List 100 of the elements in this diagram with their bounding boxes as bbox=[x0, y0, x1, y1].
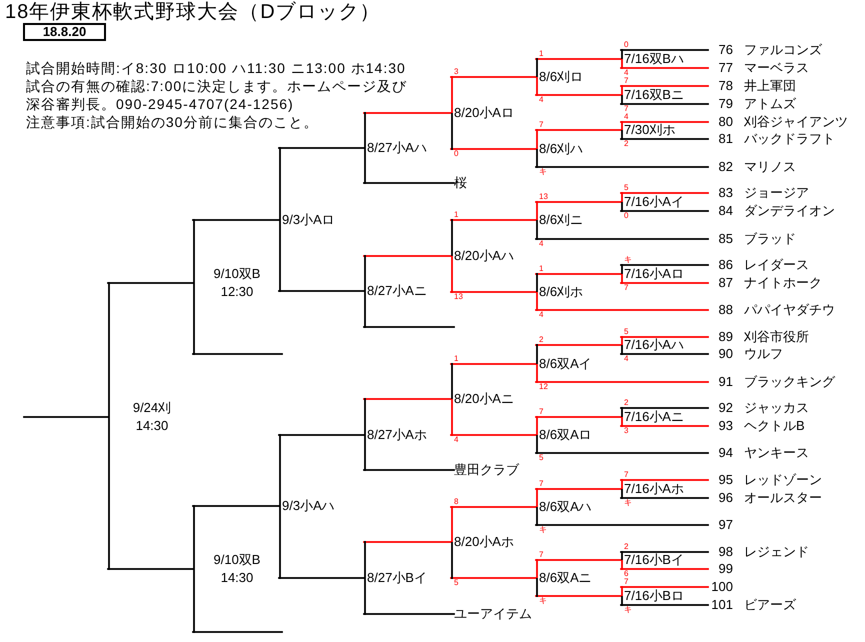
score-label: 1 bbox=[454, 355, 458, 363]
match-label: 8/6刈ロ bbox=[539, 69, 584, 84]
score-label: 0 bbox=[624, 212, 628, 220]
match-label: 8/20小Aロ bbox=[454, 105, 514, 120]
score-label: 6 bbox=[624, 570, 628, 578]
score-label: 1 bbox=[539, 50, 544, 58]
bracket-line bbox=[363, 398, 452, 400]
bracket-line bbox=[363, 255, 452, 257]
note-text: 注意事項:試合開始の30分前に集合のこと。 bbox=[26, 113, 318, 131]
score-label: 8 bbox=[454, 498, 458, 506]
match-time: 14:30 bbox=[220, 570, 254, 585]
bracket-line bbox=[535, 238, 709, 240]
entry-number: 80 bbox=[718, 114, 733, 129]
match-label: 8/20小Aハ bbox=[454, 248, 514, 263]
entry-number: 91 bbox=[718, 374, 733, 389]
score-label: 5 bbox=[624, 328, 628, 336]
score-label: 7 bbox=[539, 121, 544, 129]
team-name: マリノス bbox=[744, 159, 796, 174]
score-label: 4 bbox=[539, 96, 544, 104]
bracket-line bbox=[535, 94, 622, 96]
bracket-line bbox=[535, 488, 622, 490]
score-label: 13 bbox=[539, 193, 548, 201]
bracket-line bbox=[620, 282, 709, 284]
match-label: 8/27小Aホ bbox=[367, 427, 427, 442]
entry-number: 89 bbox=[718, 329, 733, 344]
entry-number: 85 bbox=[718, 231, 733, 246]
bracket-line bbox=[450, 577, 537, 579]
bracket-line bbox=[620, 551, 709, 553]
team-name: ヘクトルB bbox=[744, 418, 805, 433]
score-label: 5 bbox=[454, 579, 458, 587]
bracket-line bbox=[450, 363, 537, 365]
note-text: 試合の有無の確認:7:00に決定します。ホームページ及び深谷審判長。090-2945-4707(24-1256) bbox=[26, 77, 408, 113]
score-label: 4 bbox=[624, 69, 628, 77]
bracket-line bbox=[535, 559, 622, 561]
bracket-line bbox=[363, 326, 455, 328]
bracket-line bbox=[450, 291, 537, 293]
team-name: ジョージア bbox=[744, 185, 809, 200]
bracket-line bbox=[620, 336, 709, 338]
score-label: 7 bbox=[624, 284, 628, 292]
bracket-line bbox=[192, 505, 280, 507]
bracket-line bbox=[620, 103, 709, 105]
score-label: 2 bbox=[624, 140, 628, 148]
bracket-line bbox=[192, 631, 283, 633]
team-name: レイダース bbox=[744, 257, 809, 272]
match-time: 12:30 bbox=[220, 284, 254, 299]
score-label: 7 bbox=[539, 551, 544, 559]
entry-number: 77 bbox=[718, 60, 733, 75]
bracket-line bbox=[620, 264, 709, 266]
title: 18年伊東杯軟式野球大会（Dブロック） bbox=[5, 1, 381, 23]
score-label: 2 bbox=[624, 543, 628, 551]
bracket-line bbox=[363, 541, 452, 543]
team-name: ヤンキース bbox=[744, 445, 809, 460]
score-label: 2 bbox=[539, 336, 544, 344]
date-stamp: 18.8.20 bbox=[23, 23, 106, 41]
bracket-line bbox=[620, 425, 709, 427]
bracket-line bbox=[620, 121, 709, 123]
entry-number: 84 bbox=[718, 203, 733, 218]
bracket-line bbox=[535, 381, 709, 383]
bracket-line bbox=[450, 434, 537, 436]
entry-number: 90 bbox=[718, 346, 733, 361]
bracket-line bbox=[278, 290, 365, 292]
team-name: ユーアイテム bbox=[454, 606, 532, 621]
bracket-line bbox=[535, 416, 622, 418]
bracket-line bbox=[620, 568, 709, 570]
score-label: 1 bbox=[539, 265, 544, 273]
score-label: 0 bbox=[454, 150, 458, 158]
match-label: 8/6双Aイ bbox=[539, 356, 592, 371]
match-time: 14:30 bbox=[136, 418, 168, 433]
score-label: 4 bbox=[624, 355, 628, 363]
score-label: 0 bbox=[624, 41, 628, 49]
match-label: 7/16小Bロ bbox=[624, 588, 684, 603]
bracket-line bbox=[535, 309, 709, 311]
score-label: キ bbox=[624, 606, 632, 614]
entry-number: 93 bbox=[718, 418, 733, 433]
note-text: 試合開始時間:イ8:30 ロ10:00 ハ11:30 ニ13:00 ホ14:30 bbox=[26, 59, 406, 77]
bracket-line bbox=[278, 147, 365, 149]
match-label: 7/16双Bニ bbox=[624, 87, 684, 102]
entry-number: 96 bbox=[718, 490, 733, 505]
entry-number: 86 bbox=[718, 257, 733, 272]
bracket-line bbox=[535, 58, 622, 60]
bracket-line bbox=[450, 76, 537, 78]
entry-number: 92 bbox=[718, 400, 733, 415]
match-label: 7/30刈ホ bbox=[624, 122, 676, 137]
score-label: 7 bbox=[624, 77, 628, 85]
bracket-line bbox=[107, 568, 194, 570]
entry-number: 87 bbox=[718, 275, 733, 290]
bracket-line bbox=[363, 613, 455, 615]
bracket-line bbox=[620, 586, 709, 588]
entry-number: 81 bbox=[718, 131, 733, 146]
match-label: 8/27小Aハ bbox=[367, 140, 427, 155]
entry-number: 101 bbox=[711, 597, 733, 612]
score-label: 4 bbox=[624, 113, 628, 121]
team-name: オールスター bbox=[744, 490, 822, 505]
entry-number: 78 bbox=[718, 78, 733, 93]
team-name: 井上軍団 bbox=[744, 78, 796, 93]
bracket-line bbox=[620, 353, 709, 355]
bracket-line bbox=[278, 577, 365, 579]
score-label: 3 bbox=[624, 427, 628, 435]
bracket-line bbox=[192, 219, 280, 221]
bracket-line bbox=[535, 129, 622, 131]
